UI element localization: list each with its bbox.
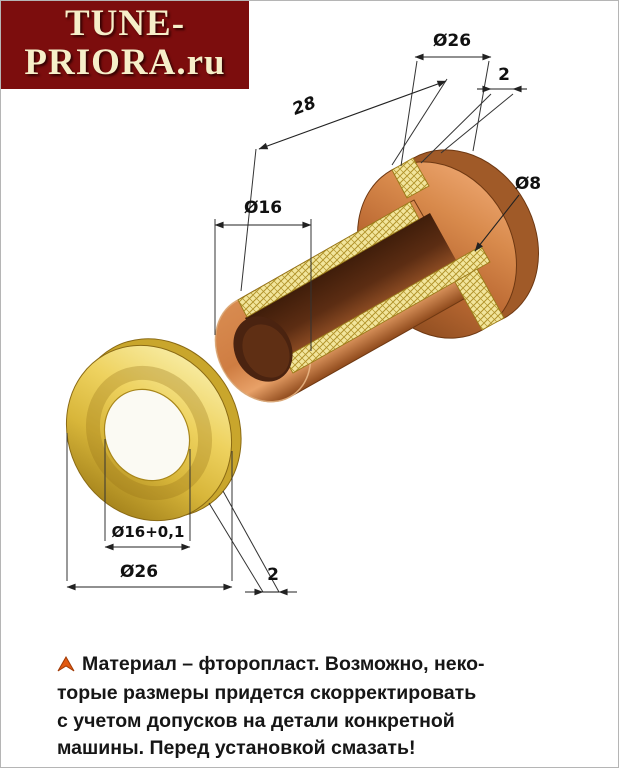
flange-cut-lower-hatch bbox=[454, 268, 505, 331]
caption-text-1: Материал – фторопласт. Возможно, неко- bbox=[82, 653, 485, 675]
washer-hole bbox=[103, 388, 191, 482]
dim-label-washer-thickness: 2 bbox=[267, 565, 279, 585]
dim-label-body-length: 28 bbox=[290, 93, 319, 120]
dim-washer-outer-diameter: Ø26 bbox=[66, 433, 233, 591]
dim-label-bore-diameter: Ø8 bbox=[515, 174, 541, 194]
bore-interior bbox=[245, 213, 456, 365]
technical-drawing: Ø26 2 28 Ø16 Ø8 bbox=[65, 31, 541, 596]
dim-label-washer-hole-diameter: Ø16+0,1 bbox=[112, 523, 185, 541]
dim-rear-flange-thickness: 2 bbox=[420, 65, 527, 164]
dim-label-rear-flange-thickness: 2 bbox=[498, 65, 510, 85]
dim-label-tube-diameter: Ø16 bbox=[244, 198, 282, 218]
caption-text-4: машины. Перед установкой смазать! bbox=[57, 736, 416, 759]
washer-face-shading bbox=[85, 365, 213, 501]
dim-washer-thickness: 2 bbox=[208, 490, 297, 596]
dim-washer-hole-diameter: Ø16+0,1 bbox=[104, 439, 191, 551]
front-bore-depth bbox=[242, 324, 290, 378]
caption-line-1: Материал – фторопласт. Возможно, неко- bbox=[57, 651, 572, 680]
cut-face-far-hatch bbox=[283, 245, 491, 374]
caption: Материал – фторопласт. Возможно, неко- т… bbox=[57, 651, 572, 762]
arrow-bullet-icon bbox=[57, 653, 75, 680]
dim-rear-flange-diameter: Ø26 bbox=[400, 31, 492, 167]
dim-label-washer-outer-diameter: Ø26 bbox=[120, 562, 158, 582]
bushing-part bbox=[214, 149, 539, 403]
caption-text-2: торые размеры придется скорректировать bbox=[57, 682, 477, 705]
site-watermark: TUNE- PRIORA.ru bbox=[1, 1, 249, 90]
cut-face-near-hatch bbox=[237, 201, 420, 318]
watermark-line1: TUNE- bbox=[64, 3, 186, 44]
dim-tube-diameter: Ø16 bbox=[214, 198, 312, 351]
caption-text-3: с учетом допусков на детали конкретной bbox=[57, 709, 455, 732]
flange-cut-upper-hatch bbox=[391, 157, 430, 199]
dim-bore-diameter: Ø8 bbox=[474, 174, 541, 252]
dim-label-rear-flange-diameter: Ø26 bbox=[433, 31, 471, 51]
watermark-line2: PRIORA.ru bbox=[24, 42, 226, 84]
